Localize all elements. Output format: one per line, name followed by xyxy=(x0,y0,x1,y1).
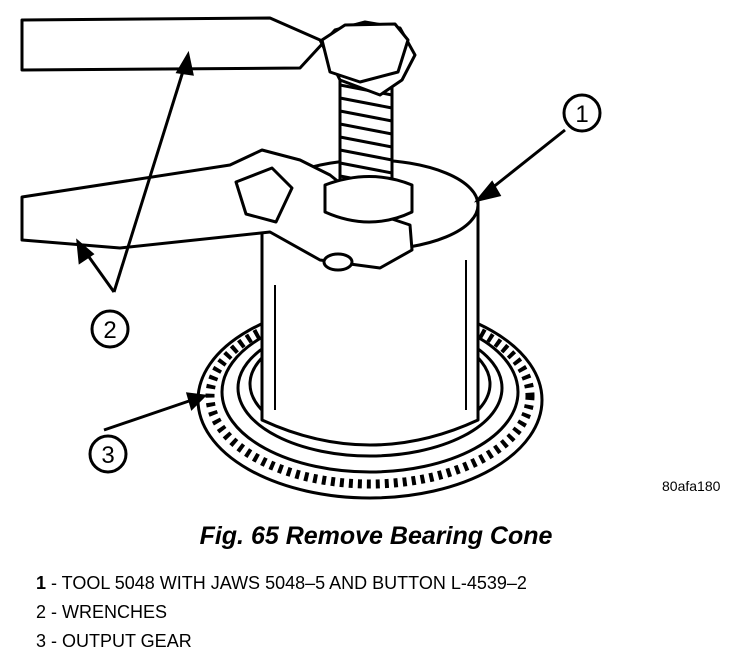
callout-3: 3 xyxy=(88,434,128,474)
legend: 1 - TOOL 5048 WITH JAWS 5048–5 AND BUTTO… xyxy=(36,569,527,656)
legend-number: 2 xyxy=(36,602,47,622)
svg-text:2: 2 xyxy=(103,317,116,344)
lower-wrench xyxy=(20,148,414,272)
figure-caption: Fig. 65 Remove Bearing Cone xyxy=(199,522,553,550)
callout-1: 1 xyxy=(562,93,602,133)
legend-number: 3 xyxy=(36,631,47,651)
legend-text: - WRENCHES xyxy=(46,602,168,622)
figure-id: 80afa180 xyxy=(662,478,721,494)
upper-wrench xyxy=(20,16,417,97)
callout-2: 2 xyxy=(90,309,130,349)
legend-item: 1 - TOOL 5048 WITH JAWS 5048–5 AND BUTTO… xyxy=(36,569,527,598)
svg-text:1: 1 xyxy=(575,101,588,128)
legend-item: 3 - OUTPUT GEAR xyxy=(36,627,527,656)
legend-text: - TOOL 5048 WITH JAWS 5048–5 AND BUTTON … xyxy=(46,573,527,593)
legend-item: 2 - WRENCHES xyxy=(36,598,527,627)
legend-number: 1 xyxy=(36,573,47,593)
legend-text: - OUTPUT GEAR xyxy=(46,631,192,651)
svg-text:3: 3 xyxy=(101,442,114,469)
bearing-removal-illustration: 1 2 3 xyxy=(20,16,602,500)
forcing-screw xyxy=(323,68,414,224)
callout-arrows xyxy=(76,50,566,432)
